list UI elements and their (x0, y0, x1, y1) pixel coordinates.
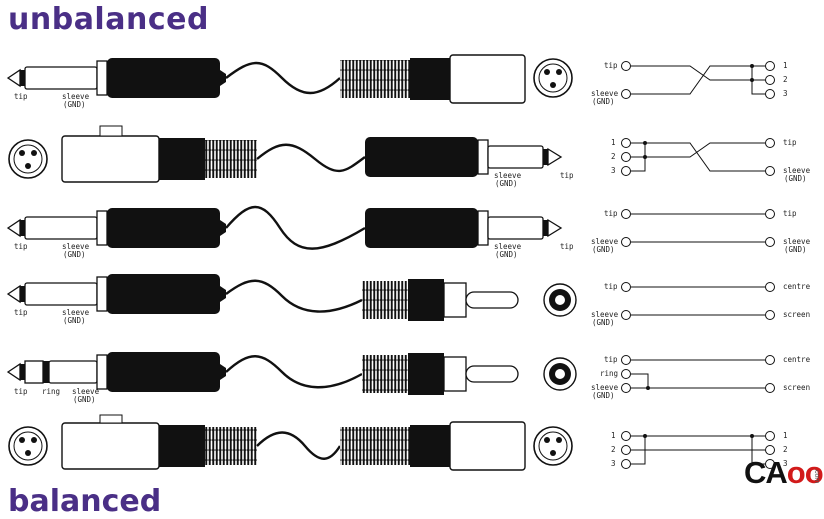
label-screen: screen (783, 383, 810, 392)
label-pin-3: 3 (611, 459, 616, 468)
cable-row-6 (8, 414, 775, 471)
wiring-schematic-2 (621, 138, 775, 176)
label-gnd: (GND) (73, 395, 96, 404)
label-tip: tip (604, 209, 618, 218)
cable-wiring-diagram: tip sleeve (GND) tip sleeve (GND) 1 2 3 … (6, 54, 811, 471)
diagram-title: unbalanced (8, 2, 209, 37)
xlr-female-plug (61, 414, 257, 470)
watermark-text-a: CA (744, 455, 788, 490)
label-sleeve: sleeve (591, 89, 619, 98)
label-sleeve: sleeve (72, 387, 100, 396)
label-gnd: (GND) (495, 179, 518, 188)
mono-jack-plug (6, 208, 226, 248)
label-pin-3: 3 (783, 89, 788, 98)
wiring-schematic-3 (621, 209, 775, 247)
label-pin-3: 3 (783, 459, 788, 468)
label-tip: tip (14, 387, 28, 396)
label-centre: centre (783, 282, 811, 291)
xlr-male-face (533, 58, 573, 98)
label-tip: tip (14, 242, 28, 251)
cable-wire (256, 143, 366, 173)
label-tip: tip (560, 171, 574, 180)
label-sleeve: sleeve (591, 310, 619, 319)
label-sleeve: sleeve (62, 242, 90, 251)
label-gnd: (GND) (592, 391, 615, 400)
cable-row-4 (6, 274, 775, 321)
mono-jack-plug (365, 137, 563, 177)
rca-face (543, 283, 577, 317)
label-gnd: (GND) (592, 97, 615, 106)
label-pin-1: 1 (783, 431, 788, 440)
mono-jack-plug (365, 208, 563, 248)
cable-wire (225, 279, 363, 313)
cable-row-2 (8, 125, 775, 183)
xlr-male-face (8, 139, 48, 179)
label-pin-1: 1 (611, 138, 616, 147)
label-gnd: (GND) (63, 316, 86, 325)
rca-plug (362, 279, 519, 321)
label-gnd: (GND) (784, 174, 807, 183)
label-sleeve: sleeve (783, 166, 811, 175)
label-tip: tip (14, 92, 28, 101)
label-tip: tip (604, 355, 618, 364)
xlr-female-plug (61, 125, 257, 183)
label-centre: centre (783, 355, 811, 364)
wiring-schematic-5 (621, 355, 775, 393)
xlr-male-plug (340, 54, 526, 104)
mono-jack-plug (6, 58, 226, 98)
label-tip: tip (604, 282, 618, 291)
label-sleeve: sleeve (783, 237, 811, 246)
cable-wire (225, 355, 363, 389)
watermark-logo: CAoo1 (744, 455, 824, 491)
label-sleeve: sleeve (494, 171, 522, 180)
wiring-schematic-6 (621, 431, 775, 469)
label-tip: tip (560, 242, 574, 251)
label-gnd: (GND) (63, 250, 86, 259)
label-ring: ring (42, 387, 60, 396)
label-ring: ring (600, 369, 618, 378)
xlr-male-face (8, 426, 48, 466)
cable-wire (225, 61, 341, 95)
cable-wire (225, 205, 366, 250)
label-pin-1: 1 (783, 61, 788, 70)
label-sleeve: sleeve (62, 92, 90, 101)
cable-wire (256, 431, 342, 460)
label-screen: screen (783, 310, 810, 319)
label-pin-2: 2 (783, 75, 788, 84)
label-pin-2: 2 (611, 152, 616, 161)
section-title-balanced: balanced (8, 484, 162, 519)
label-pin-2: 2 (611, 445, 616, 454)
label-sleeve: sleeve (62, 308, 90, 317)
xlr-male-face (533, 426, 573, 466)
label-sleeve: sleeve (591, 237, 619, 246)
rca-plug (362, 353, 519, 395)
watermark-text-b: oo1 (786, 455, 824, 490)
label-tip: tip (14, 308, 28, 317)
label-gnd: (GND) (592, 245, 615, 254)
label-pin-2: 2 (783, 445, 788, 454)
watermark-domain: .com (813, 468, 820, 484)
label-tip: tip (783, 209, 797, 218)
mono-jack-plug (6, 274, 226, 314)
label-gnd: (GND) (63, 100, 86, 109)
cable-row-1 (6, 54, 775, 104)
label-gnd: (GND) (592, 318, 615, 327)
label-tip: tip (783, 138, 797, 147)
label-sleeve: sleeve (591, 383, 619, 392)
cable-row-5 (6, 352, 775, 395)
label-pin-1: 1 (611, 431, 616, 440)
rca-face (543, 357, 577, 391)
wiring-schematic-1 (621, 61, 775, 99)
label-gnd: (GND) (784, 245, 807, 254)
label-sleeve: sleeve (494, 242, 522, 251)
label-pin-3: 3 (611, 166, 616, 175)
label-gnd: (GND) (495, 250, 518, 259)
cable-row-3 (6, 205, 775, 250)
xlr-male-plug (340, 421, 526, 471)
wiring-schematic-4 (621, 282, 775, 320)
label-tip: tip (604, 61, 618, 70)
stereo-jack-plug (6, 352, 226, 392)
